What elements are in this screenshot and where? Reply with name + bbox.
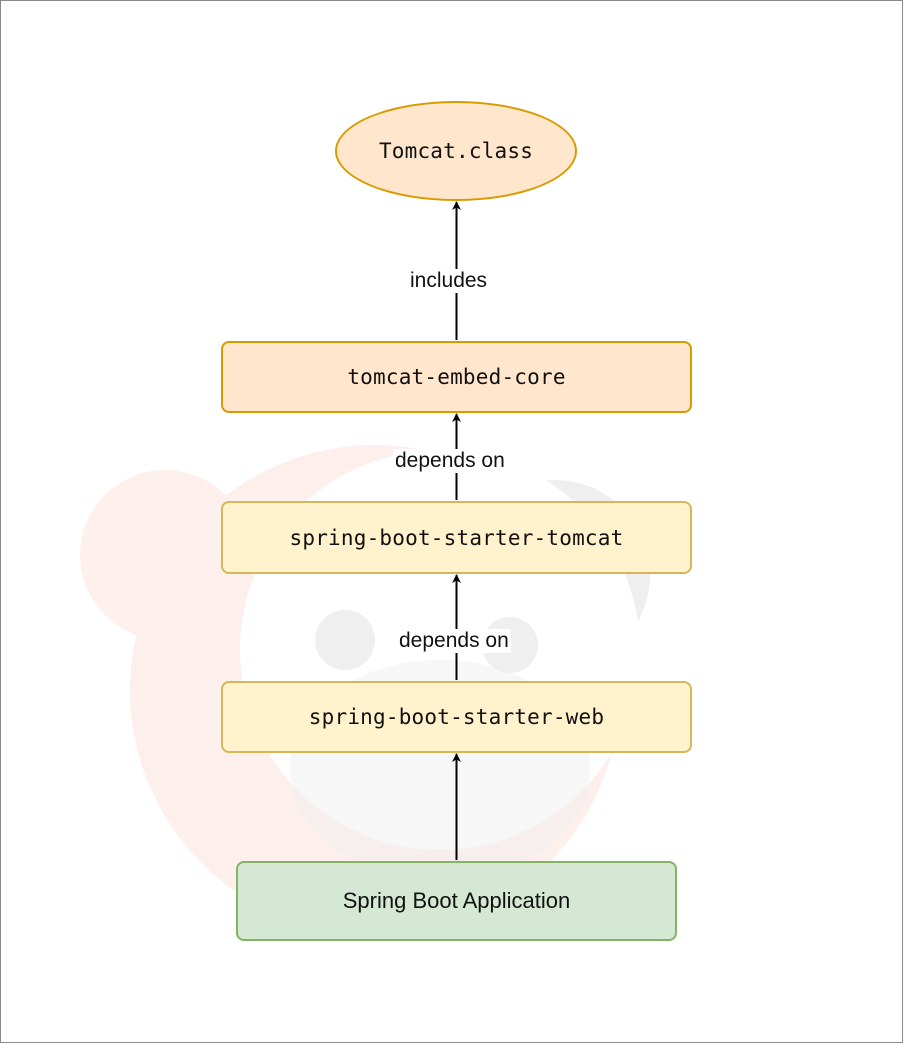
node-tomcat-embed-core: tomcat-embed-core <box>221 341 692 413</box>
node-spring-boot-starter-tomcat: spring-boot-starter-tomcat <box>221 501 692 574</box>
edge-label-depends-on-2: depends on <box>397 629 511 653</box>
edge-label-includes: includes <box>408 269 490 293</box>
node-tomcat-class: Tomcat.class <box>335 101 577 201</box>
edge-label-depends-on-1: depends on <box>393 449 507 473</box>
node-spring-boot-application: Spring Boot Application <box>236 861 677 941</box>
node-spring-boot-starter-web: spring-boot-starter-web <box>221 681 692 753</box>
